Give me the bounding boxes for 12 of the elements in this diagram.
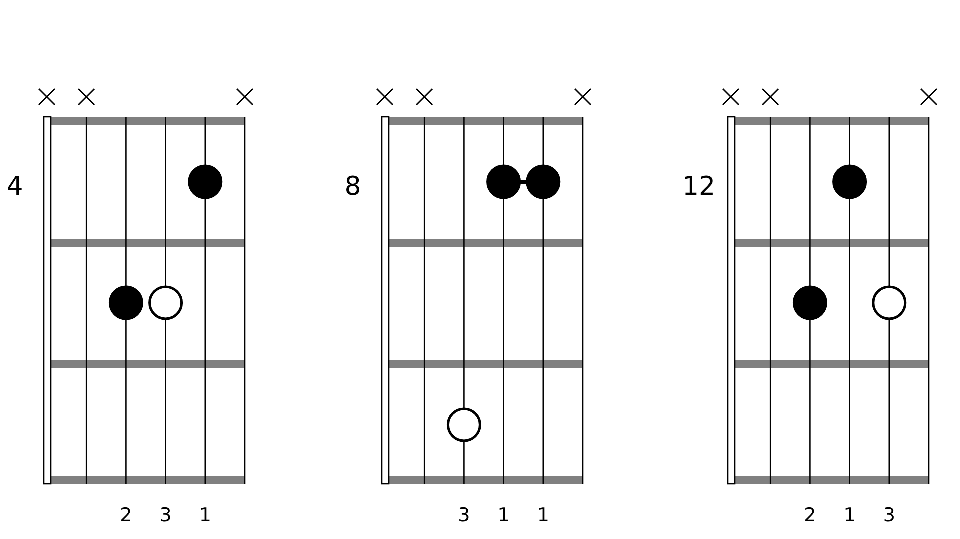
finger-number: 3: [883, 506, 896, 526]
finger-number: 3: [160, 506, 172, 526]
fret-number: 8: [344, 174, 362, 200]
finger-number: 2: [120, 506, 132, 526]
finger-number: 1: [199, 506, 212, 526]
finger-number: 3: [458, 506, 470, 526]
finger-number: 1: [537, 506, 550, 526]
finger-number: 1: [844, 506, 856, 526]
fret-number: 4: [6, 174, 24, 200]
finger-number: 1: [498, 506, 510, 526]
finger-number: 2: [804, 506, 816, 526]
fret-number: 12: [682, 174, 716, 200]
